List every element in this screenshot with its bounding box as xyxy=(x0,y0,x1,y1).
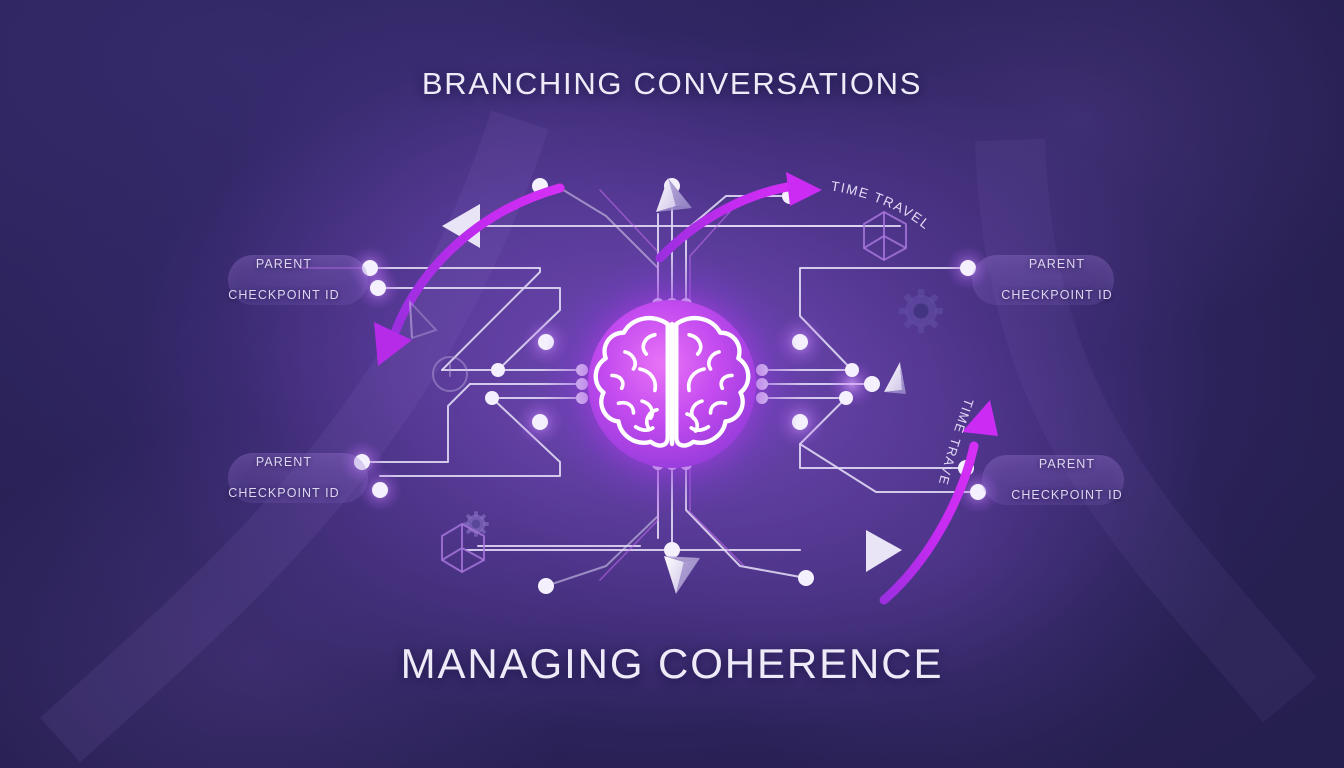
clock-icon xyxy=(432,356,468,392)
dart-icon-top xyxy=(656,178,692,212)
trace-left-dn-2 xyxy=(361,383,471,463)
arrow-right-icon xyxy=(866,530,902,572)
trace-right-up-1 xyxy=(799,267,969,371)
magenta-arrow-lower-right xyxy=(879,400,998,605)
gear-icon-small xyxy=(463,511,489,537)
cube-icon-left xyxy=(441,523,485,573)
cube-icon-right xyxy=(863,211,907,261)
trace-left-up-2 xyxy=(369,267,541,371)
triangle-outline-icon xyxy=(408,299,438,340)
time-travel-top-label: TIME TRAVEL xyxy=(830,178,934,232)
time-travel-bottom-label: TIME TRAVEL xyxy=(0,0,977,487)
dart-icon-bottom xyxy=(664,556,700,594)
magenta-arrow-upper-left xyxy=(374,183,565,366)
dart-icon-right xyxy=(884,362,906,394)
magenta-arrow-upper-right xyxy=(655,172,822,263)
gear-icon xyxy=(899,289,943,333)
trace-right-dn-3 xyxy=(799,443,979,493)
brain-icon xyxy=(593,315,751,448)
